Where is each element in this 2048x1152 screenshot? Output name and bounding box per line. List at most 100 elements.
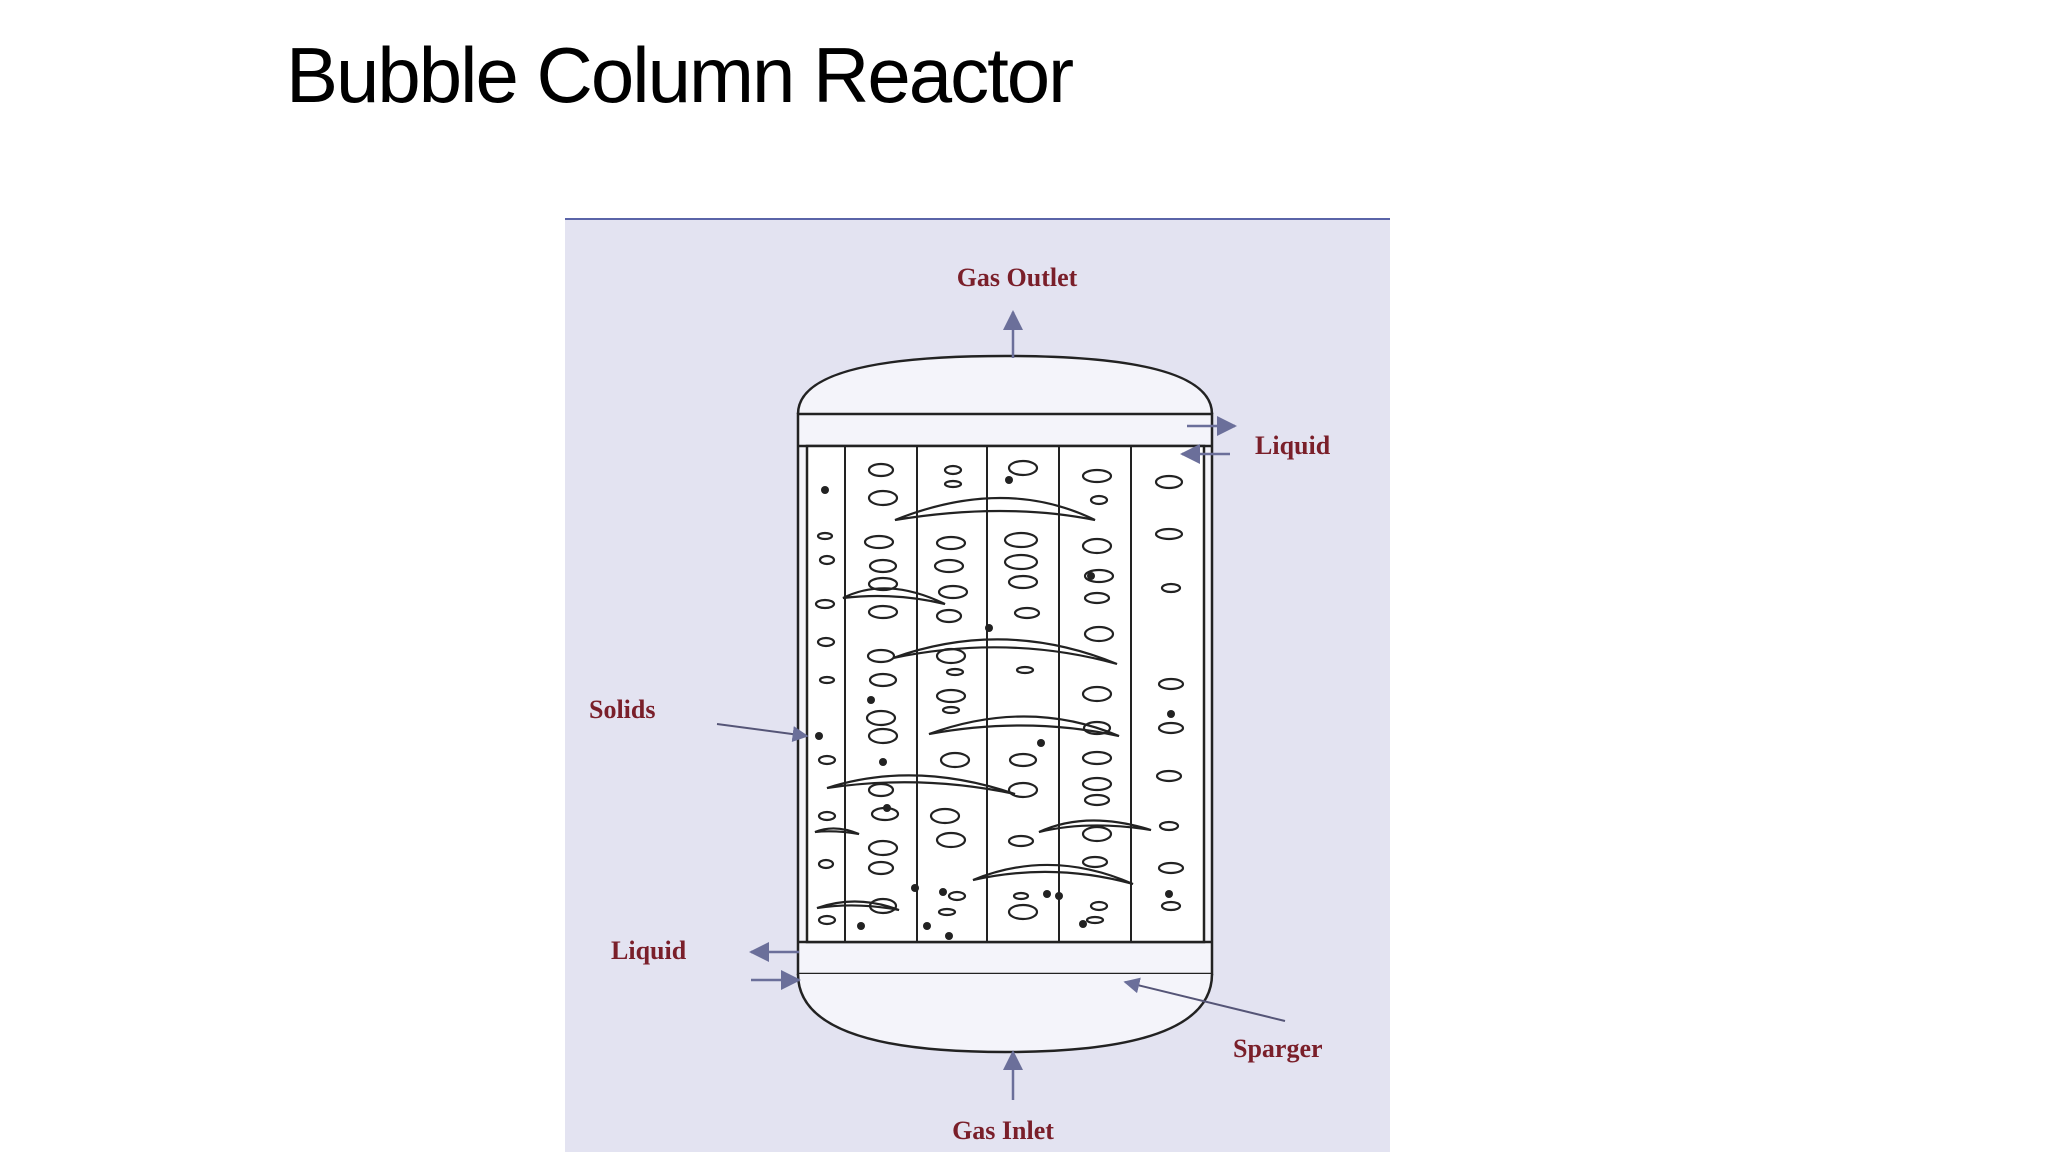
bubble: [947, 890, 967, 902]
bubble: [867, 462, 895, 478]
bubble: [816, 531, 834, 541]
bubble: [1081, 537, 1113, 555]
bubble: [1157, 721, 1185, 735]
bubble: [935, 831, 967, 849]
solid-particle: [1043, 890, 1051, 898]
bubble: [865, 709, 897, 727]
arrows: [716, 310, 1286, 1100]
bubble: [816, 636, 836, 648]
bubble: [867, 489, 899, 507]
bubble: [941, 705, 961, 715]
bubble: [1154, 527, 1184, 541]
bubble: [933, 558, 965, 574]
solid-particle: [1167, 710, 1175, 718]
sparger-pointer: [1123, 977, 1286, 1022]
bubble: [937, 584, 969, 600]
bubble: [818, 554, 836, 566]
solid-particle: [945, 932, 953, 940]
solid-particle: [857, 922, 865, 930]
internal-section: [805, 444, 1206, 944]
bubble: [1083, 625, 1115, 643]
bubble: [945, 667, 965, 677]
bubble: [1158, 820, 1180, 832]
bottom-dome: [796, 973, 1214, 1054]
bubble: [1081, 468, 1113, 484]
bubble: [1012, 891, 1030, 901]
bubble: [1089, 900, 1109, 912]
bubble: [1083, 793, 1111, 807]
gas-slug: [826, 774, 1016, 796]
bubble: [1013, 606, 1041, 620]
bubble: [1157, 861, 1185, 875]
gas-slug: [816, 900, 900, 912]
solid-particle: [1165, 890, 1173, 898]
bubble: [1007, 834, 1035, 848]
bubble: [1015, 665, 1035, 675]
bubble: [868, 672, 898, 688]
bubble: [939, 751, 971, 769]
tube-lines: [844, 446, 1132, 942]
bubble: [1154, 474, 1184, 490]
solid-particle: [883, 804, 891, 812]
gas-slug: [892, 638, 1118, 666]
bubble: [1081, 685, 1113, 703]
bubble: [1003, 553, 1039, 571]
bubble: [866, 648, 896, 664]
bubble: [1081, 776, 1113, 792]
solids-pointer: [716, 723, 809, 743]
gas-outlet-label: Gas Outlet: [957, 263, 1078, 292]
gas-slug: [1038, 819, 1152, 834]
solid-particle: [985, 624, 993, 632]
bubble-column-diagram: Gas Outlet Liquid Solids Liquid Sparger …: [589, 263, 1331, 1145]
solid-particle: [923, 922, 931, 930]
gas-slug: [928, 715, 1120, 738]
bubble: [1007, 903, 1039, 921]
bubble: [817, 914, 837, 926]
bubble: [863, 534, 895, 550]
gas-slug: [894, 496, 1096, 522]
bubble: [1160, 582, 1182, 594]
bubble: [1082, 720, 1112, 736]
bubble: [867, 727, 899, 745]
gas-slug: [814, 827, 860, 836]
bubble: [867, 860, 895, 876]
bubble: [1089, 494, 1109, 506]
bubble: [1085, 915, 1105, 925]
bubble: [1007, 459, 1039, 477]
bubble: [937, 907, 957, 917]
bubble: [929, 807, 961, 825]
bubble: [817, 754, 837, 766]
bubble: [1081, 825, 1113, 843]
bubble: [1157, 677, 1185, 691]
gas-slug: [842, 587, 946, 606]
bubble: [818, 675, 836, 685]
solid-particle: [867, 696, 875, 704]
bubble: [867, 782, 895, 798]
solid-particles-layer: [815, 476, 1175, 940]
bubble: [943, 479, 963, 489]
diagram-panel: Gas Outlet Liquid Solids Liquid Sparger …: [565, 218, 1390, 1152]
bubble: [817, 858, 835, 870]
solid-particle: [821, 486, 829, 494]
bubble: [1081, 750, 1113, 766]
bubble: [935, 535, 967, 551]
slide-title: Bubble Column Reactor: [286, 31, 1074, 119]
bubble: [867, 604, 899, 620]
solid-particle: [1037, 739, 1045, 747]
gas-inlet-label: Gas Inlet: [952, 1116, 1054, 1145]
bubble: [1007, 781, 1039, 799]
bubble: [868, 558, 898, 574]
gas-slugs-layer: [814, 496, 1152, 912]
solid-particle: [1087, 572, 1095, 580]
solid-particle: [1005, 476, 1013, 484]
bubble: [867, 839, 899, 857]
solids-label: Solids: [589, 695, 656, 724]
bubble: [814, 598, 836, 610]
solid-particle: [939, 888, 947, 896]
bubble: [935, 608, 963, 624]
solid-particle: [1079, 920, 1087, 928]
solid-particle: [1055, 892, 1063, 900]
bubble: [943, 464, 963, 476]
solid-particle: [879, 758, 887, 766]
